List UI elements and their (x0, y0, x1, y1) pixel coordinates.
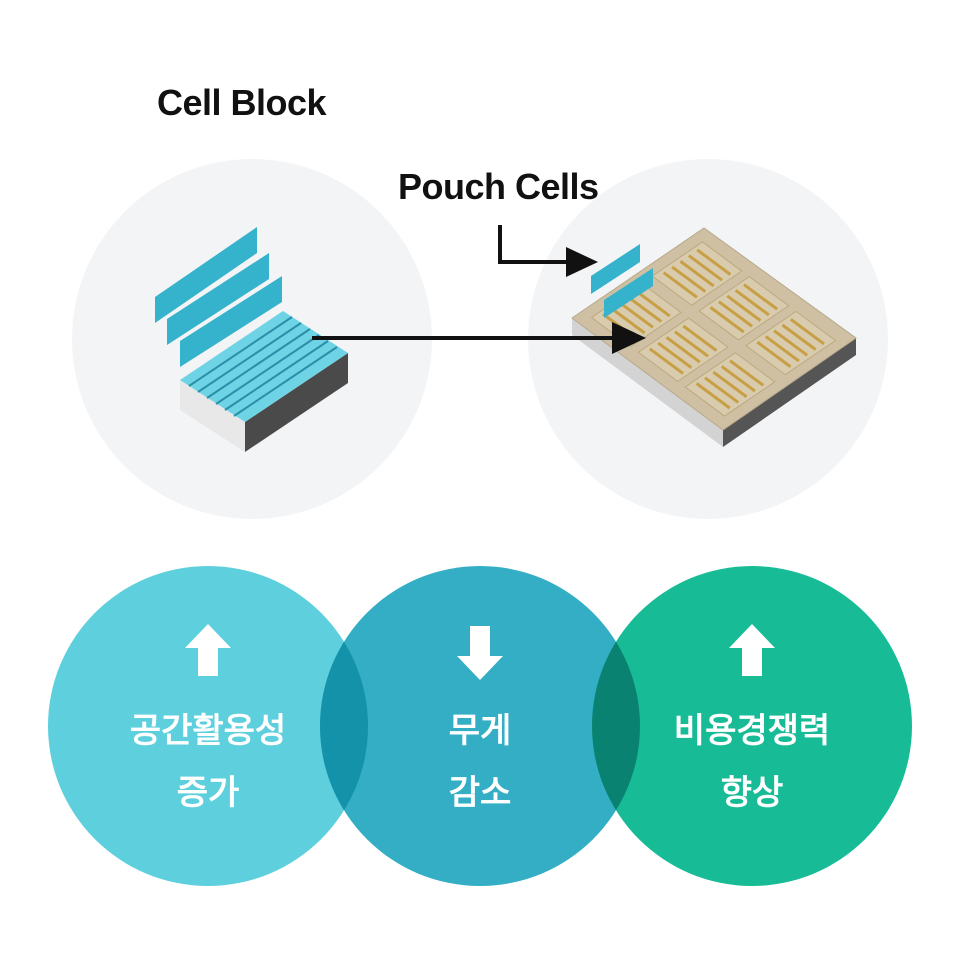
pouch-label-arrowhead (566, 247, 598, 277)
arrow-up-icon (185, 624, 231, 676)
cell-stripe (682, 324, 718, 352)
block-side-face (245, 353, 348, 452)
loose-pouch-cell (591, 244, 640, 294)
cell-stripe (704, 376, 740, 404)
cell-stripe (657, 341, 693, 369)
benefit-weight-text: 무게 감소 (360, 700, 600, 824)
block-front-face (180, 380, 245, 452)
benefit-circle-cost (592, 566, 912, 886)
benefit-weight-line1: 무게 (448, 711, 512, 751)
benefit-space-text: 공간활용성 증가 (88, 700, 328, 824)
cell-stripe (773, 329, 809, 357)
arrow-down-icon (457, 626, 503, 680)
benefit-circles (48, 566, 912, 886)
connector-arrows (312, 225, 646, 354)
cell-stripe (789, 318, 825, 346)
benefit-space-line1: 공간활용성 (129, 711, 287, 751)
cell-stripe (717, 300, 754, 328)
cell-stripe (679, 260, 715, 288)
loose-pouch-cell (604, 268, 653, 318)
cell-stripe (662, 271, 698, 299)
cell-stripe (781, 323, 817, 351)
cell-stripe (671, 265, 707, 293)
cell-stripe (743, 283, 779, 311)
pouch-label-arrow-line (498, 225, 568, 264)
cell-stripe (729, 359, 765, 387)
cell-stripe (696, 248, 732, 276)
cell-block-label: Cell Block (157, 82, 327, 123)
benefit-space-line2: 증가 (176, 773, 240, 813)
cell-stripe (665, 336, 701, 364)
arrow-up-icon (729, 624, 775, 676)
pack-base-front (572, 318, 723, 447)
loose-pouch-cell (167, 253, 269, 345)
benefit-cost-text: 비용경쟁력 향상 (632, 700, 872, 824)
cell-stripe (720, 365, 756, 393)
cell-stripe (673, 330, 710, 358)
pouch-pack-illustration (571, 227, 857, 447)
benefit-circle-space (48, 566, 368, 886)
benefit-circle-weight (320, 566, 640, 886)
pack-base-side (723, 338, 856, 447)
cell-stripe (627, 295, 663, 323)
cell-stripe (726, 294, 762, 322)
benefit-weight-line2: 감소 (448, 773, 512, 813)
benefit-cost-line2: 향상 (720, 773, 784, 813)
loose-pouch-cell (180, 276, 282, 367)
cell-stripe (709, 306, 745, 334)
cell-stripe (695, 382, 731, 410)
loose-pouch-cell (155, 227, 257, 323)
cell-stripe (756, 340, 792, 368)
cell-block-illustration (155, 227, 348, 452)
cell-stripe (764, 335, 800, 363)
cell-stripe (734, 289, 770, 317)
block-to-pack-arrowhead (612, 322, 646, 354)
cell-stripe (618, 301, 654, 329)
benefit-cost-line1: 비용경쟁력 (673, 711, 831, 751)
pouch-cells-label: Pouch Cells (398, 166, 599, 207)
cell-stripe (648, 347, 684, 375)
cell-stripe (635, 290, 671, 318)
cell-stripe (610, 307, 646, 335)
block-top-face (180, 311, 348, 422)
cell-stripe (712, 370, 748, 398)
cell-stripe (687, 254, 723, 282)
